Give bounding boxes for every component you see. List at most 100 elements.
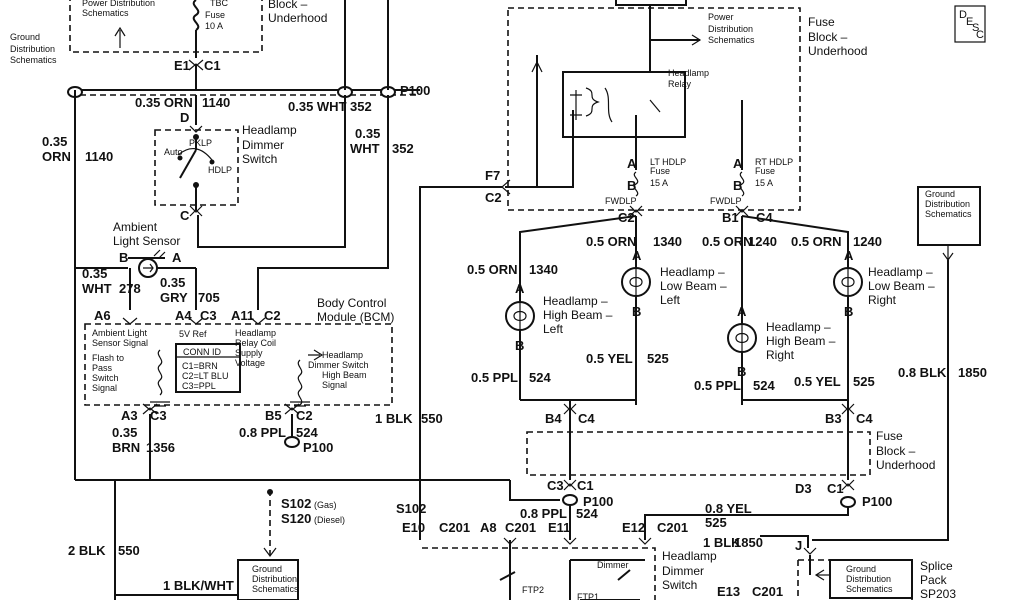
diagram-label: Fuse: [755, 166, 775, 176]
diagram-label: S: [972, 22, 979, 34]
diagram-label: C2: [296, 408, 313, 423]
diagram-label: 10 A: [205, 21, 223, 31]
left-harness-wires: [67, 0, 510, 481]
diagram-label: 1140: [202, 95, 230, 110]
diagram-label: A4: [175, 308, 192, 323]
headlamp-dimmer-switch-left: [154, 125, 239, 217]
diagram-label: ORN: [42, 149, 71, 164]
diagram-label: Low Beam –: [868, 279, 935, 293]
diagram-label: Underhood: [876, 458, 935, 472]
diagram-label: Dimmer Switch: [308, 360, 369, 370]
diagram-label: Headlamp: [662, 549, 717, 563]
diagram-label: SP203: [920, 587, 956, 600]
diagram-label: C2: [264, 308, 281, 323]
diagram-label: 524: [576, 506, 598, 521]
diagram-label: 352: [350, 99, 372, 114]
diagram-label: 524: [296, 425, 318, 440]
diagram-label: Block –: [268, 0, 308, 11]
diagram-label: 0.8 PPL: [520, 506, 567, 521]
diagram-label: High Beam –: [543, 308, 613, 322]
diagram-label: 1340: [529, 262, 558, 277]
diagram-label: Schematics: [10, 55, 57, 65]
diagram-label: E12: [622, 520, 645, 535]
diagram-label: 0.35: [160, 275, 185, 290]
diagram-label: 15 A: [650, 178, 668, 188]
diagram-label: 0.5 PPL: [471, 370, 518, 385]
diagram-label: Ground: [10, 32, 40, 42]
fuse-block-underhood-right: [419, 0, 801, 540]
diagram-label: Pack: [920, 573, 948, 587]
diagram-label: F7: [485, 168, 500, 183]
diagram-label: 0.8 YEL: [705, 501, 752, 516]
diagram-label: 524: [529, 370, 551, 385]
diagram-label: J: [795, 538, 802, 553]
diagram-label: Relay Coil: [235, 338, 276, 348]
diagram-label: B4: [545, 411, 562, 426]
diagram-label: Left: [660, 293, 681, 307]
diagram-label: Distribution: [925, 199, 970, 209]
headlamp-low-beam-left: [621, 267, 651, 297]
headlamp-high-beam-right: [727, 323, 757, 353]
diagram-label: 1850: [734, 535, 763, 550]
diagram-label: Dimmer: [242, 138, 284, 152]
diagram-label: Fuse: [876, 429, 903, 443]
diagram-label: Right: [868, 293, 897, 307]
diagram-label: 0.35: [82, 266, 107, 281]
diagram-label: D: [180, 110, 189, 125]
diagram-label: Ambient Light: [92, 328, 148, 338]
diagram-label: PKLP: [189, 138, 212, 148]
diagram-label: P100: [862, 494, 892, 509]
diagram-label: 550: [421, 411, 443, 426]
diagram-label: C3: [547, 478, 564, 493]
diagram-label: B: [844, 304, 853, 319]
headlamp-dimmer-switch-bottom: [422, 537, 656, 600]
diagram-label: B3: [825, 411, 842, 426]
diagram-label: Voltage: [235, 358, 265, 368]
diagram-label: Low Beam –: [660, 279, 727, 293]
diagram-label: C2: [618, 210, 635, 225]
diagram-label: Switch: [662, 578, 697, 592]
diagram-label: 0.5 PPL: [694, 378, 741, 393]
diagram-label: Headlamp –: [766, 320, 831, 334]
diagram-label: Fuse: [808, 15, 835, 29]
diagram-label: 0.5 YEL: [586, 351, 633, 366]
diagram-label: 525: [647, 351, 669, 366]
diagram-label: B: [733, 178, 742, 193]
diagram-label: Fuse: [650, 166, 670, 176]
diagram-label: Schematics: [252, 584, 299, 594]
diagram-label: 278: [119, 281, 141, 296]
diagram-label: 525: [705, 515, 727, 530]
splice-pack-sp203: [760, 186, 981, 600]
diagram-label: E: [966, 16, 973, 28]
diagram-label: Distribution: [252, 574, 297, 584]
diagram-label: C2=LT BLU: [182, 371, 228, 381]
diagram-label: Signal: [92, 383, 117, 393]
diagram-label: C201: [657, 520, 688, 535]
diagram-label: 705: [198, 290, 220, 305]
diagram-label: C: [180, 208, 190, 223]
diagram-label: P100: [583, 494, 613, 509]
diagram-label: Splice: [920, 559, 953, 573]
diagram-label: Module (BCM): [317, 310, 394, 324]
diagram-label: LT HDLP: [650, 157, 686, 167]
diagram-label: D3: [795, 481, 812, 496]
ambient-light-sensor: [128, 249, 196, 278]
diagram-label: A3: [121, 408, 138, 423]
diagram-label: Headlamp –: [543, 294, 608, 308]
diagram-label: Body Control: [317, 296, 386, 310]
diagram-label: A: [515, 281, 525, 296]
diagram-label: 1 BLK: [375, 411, 413, 426]
diagram-label: WHT: [82, 281, 112, 296]
diagram-label: Distribution: [708, 24, 753, 34]
diagram-label: C3: [200, 308, 217, 323]
desc-badge: [954, 5, 986, 43]
diagram-label: C201: [752, 584, 783, 599]
diagram-label: Ground: [846, 564, 876, 574]
fuse-block-underhood-bottom: [509, 400, 871, 540]
diagram-label: 5V Ref: [179, 329, 207, 339]
diagram-label: Signal: [322, 380, 347, 390]
diagram-label: GRY: [160, 290, 188, 305]
diagram-label: C1: [827, 481, 844, 496]
diagram-label: HDLP: [208, 165, 232, 175]
